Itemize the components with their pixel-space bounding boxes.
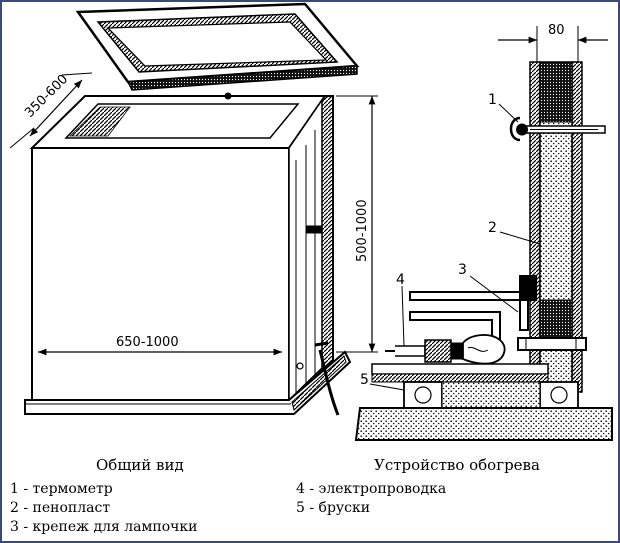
ground-base [354,407,613,441]
box-front [31,147,290,401]
box-base [24,350,352,415]
floor-board [371,363,549,375]
legend-item: 2 - пенопласт [10,500,111,516]
depth-dimension-label: 350-600 [22,72,71,121]
callout-4: 4 [396,272,405,288]
light-bulb [385,334,506,365]
caption-heating-device: Устройство обогрева [374,456,540,474]
legend-item: 3 - крепеж для лампочки [10,519,198,535]
thermometer [509,116,606,142]
height-dimension-label: 500-1000 [355,199,370,262]
lamp-bracket [409,275,587,351]
heating-device-section [354,26,613,441]
open-lid [75,2,360,91]
box-general-view [9,2,378,416]
caption-general-view: Общий вид [96,456,184,474]
width-dimension-label: 650-1000 [116,335,179,350]
wall-dimension-label: 80 [548,23,565,38]
power-cable [318,349,340,416]
legend-item: 1 - термометр [10,481,113,497]
callout-3: 3 [458,262,467,278]
callout-5: 5 [360,372,369,388]
callout-2: 2 [488,220,497,236]
callout-1: 1 [488,92,497,108]
legend-item: 4 - электропроводка [296,481,447,497]
legend-item: 5 - бруски [296,500,371,516]
wooden-bars [403,381,579,409]
